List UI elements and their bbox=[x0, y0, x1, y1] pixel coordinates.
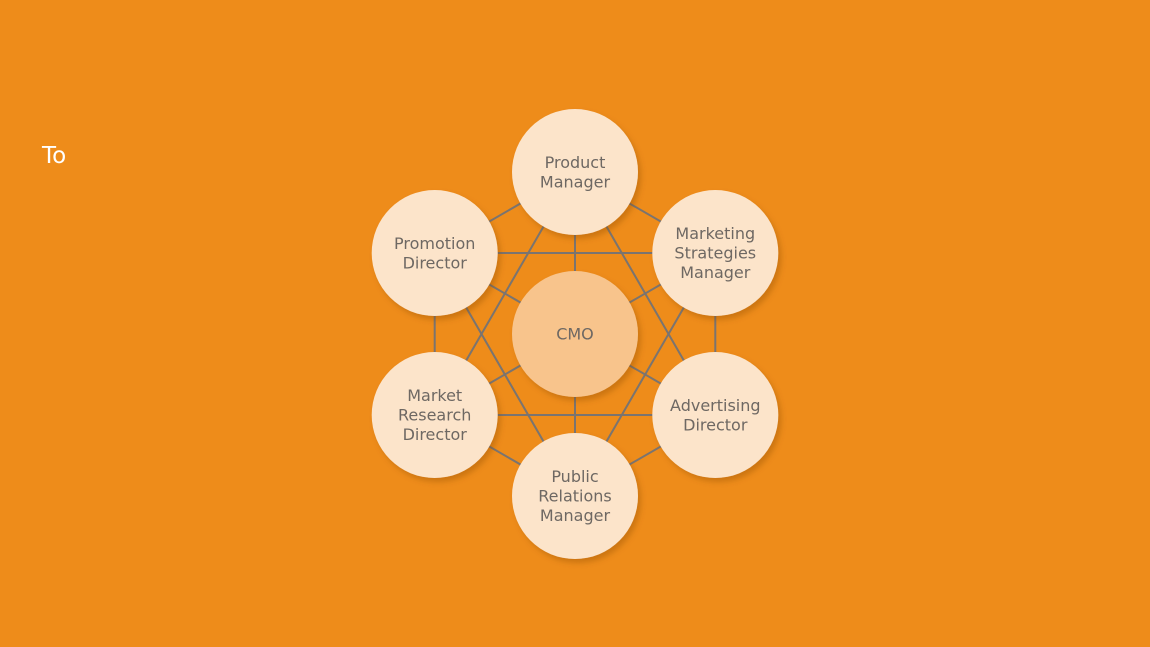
node-label-public-relations-manager-line-2: Relations bbox=[538, 487, 611, 506]
node-label-advertising-director-line-2: Director bbox=[683, 415, 748, 434]
node-label-marketing-strategies-manager-line-1: Marketing bbox=[675, 224, 755, 243]
node-label-marketing-strategies-manager-line-2: Strategies bbox=[674, 244, 756, 263]
node-cmo: CMO bbox=[512, 271, 638, 397]
node-label-product-manager-line-1: Product bbox=[545, 153, 606, 172]
nodes: ProductManagerMarketingStrategiesManager… bbox=[371, 109, 779, 559]
node-label-marketing-strategies-manager-line-3: Manager bbox=[680, 263, 751, 282]
node-label-public-relations-manager-line-3: Manager bbox=[540, 506, 611, 525]
node-label-public-relations-manager-line-1: Public bbox=[551, 467, 598, 486]
node-label-promotion-director-line-2: Director bbox=[403, 253, 468, 272]
node-label-advertising-director-line-1: Advertising bbox=[670, 396, 761, 415]
node-label-promotion-director-line-1: Promotion bbox=[394, 234, 475, 253]
node-circle-public-relations-manager bbox=[512, 433, 638, 559]
node-circle-marketing-strategies-manager bbox=[652, 190, 779, 316]
node-circle-product-manager bbox=[512, 109, 638, 235]
node-label-market-research-director-line-2: Research bbox=[398, 406, 471, 425]
node-circle-advertising-director bbox=[652, 352, 779, 478]
slide-title: To bbox=[42, 143, 67, 169]
node-label-cmo-line-1: CMO bbox=[556, 325, 594, 344]
node-label-market-research-director-line-3: Director bbox=[403, 425, 468, 444]
node-label-product-manager-line-2: Manager bbox=[540, 172, 611, 191]
node-circle-cmo bbox=[512, 271, 638, 397]
node-label-market-research-director-line-1: Market bbox=[407, 386, 462, 405]
node-circle-promotion-director bbox=[371, 190, 498, 316]
node-circle-market-research-director bbox=[371, 352, 498, 478]
